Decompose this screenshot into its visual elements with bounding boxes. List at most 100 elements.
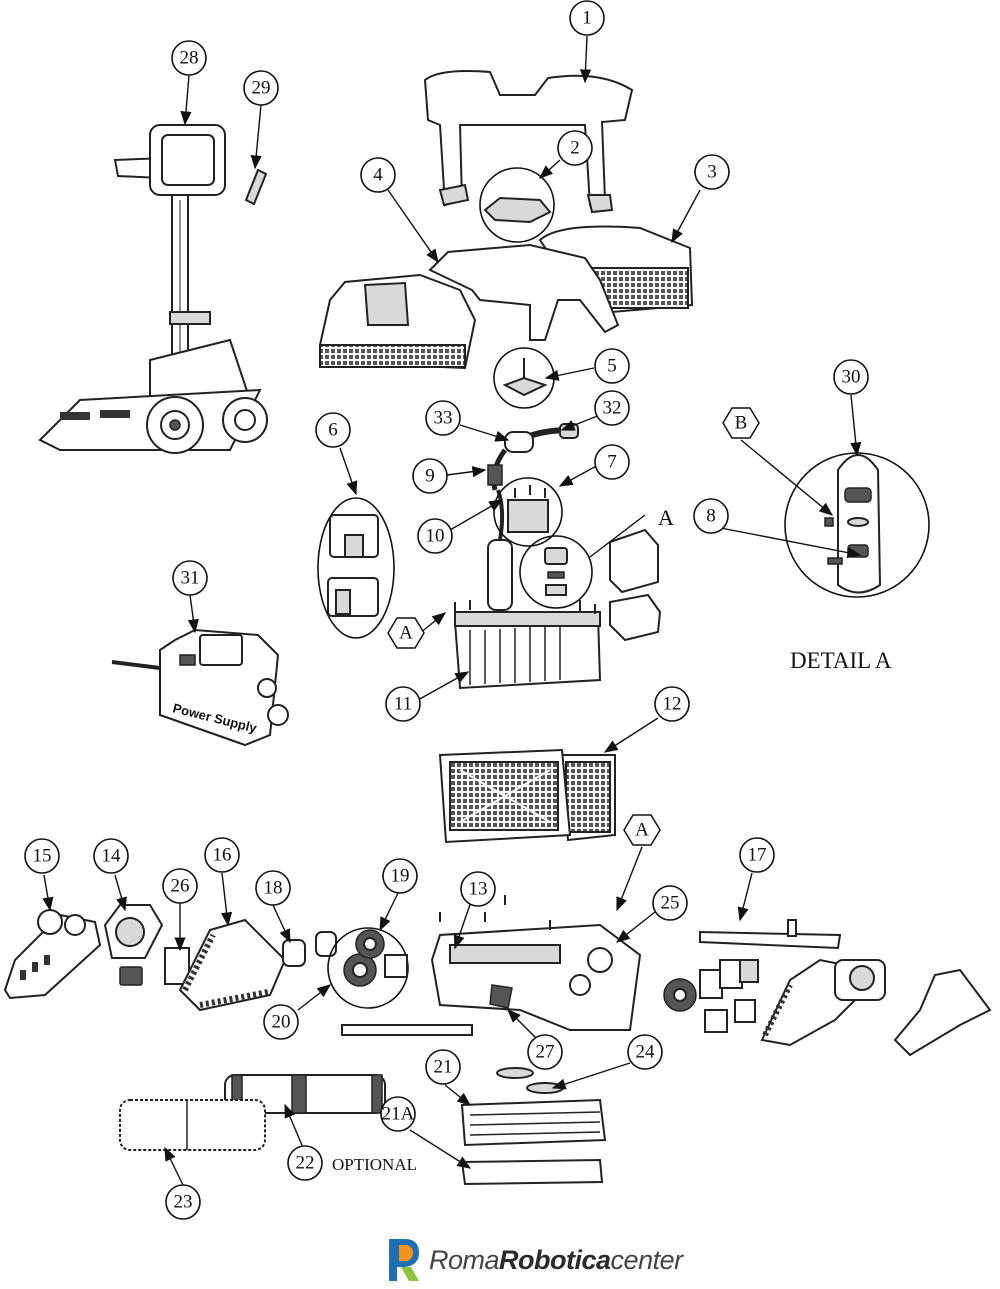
callout-6: 6: [315, 412, 351, 448]
callout-14: 14: [93, 838, 129, 874]
callout-23: 23: [165, 1184, 201, 1220]
callout-21a: 21A: [380, 1096, 416, 1132]
svg-text:6: 6: [328, 420, 338, 441]
svg-text:33: 33: [434, 408, 453, 429]
brand-logo: RomaRoboticacenter: [385, 1232, 683, 1288]
svg-text:5: 5: [607, 356, 617, 377]
caddy-drawing: [38, 124, 268, 454]
svg-text:13: 13: [469, 879, 488, 900]
bottom-parts-drawing: [460, 1067, 607, 1186]
latch-detail-drawing: [479, 167, 555, 243]
handle-drawing: [423, 70, 634, 214]
callout-19: 19: [382, 858, 418, 894]
brush-roller-drawing: [119, 1074, 386, 1151]
svg-text:14: 14: [102, 846, 122, 867]
svg-text:24: 24: [636, 1042, 656, 1063]
pcb-cover-detail-drawing: [317, 497, 395, 639]
callout-27: 27: [527, 1034, 563, 1070]
svg-text:21A: 21A: [382, 1104, 415, 1125]
callout-11: 11: [385, 686, 421, 722]
svg-text:32: 32: [603, 398, 622, 419]
svg-text:2: 2: [570, 138, 580, 159]
chassis-drawing: [341, 895, 642, 1036]
callout-5: 5: [594, 348, 630, 384]
callout-21: 21: [425, 1049, 461, 1085]
svg-text:18: 18: [264, 878, 283, 899]
svg-text:16: 16: [213, 845, 232, 866]
svg-text:1: 1: [582, 8, 592, 29]
power-supply-drawing: Power Supply: [111, 628, 289, 747]
leader-lines: [42, 35, 862, 1186]
callout-33: 33: [425, 400, 461, 436]
side-cap-left-drawing: [103, 904, 164, 986]
svg-text:10: 10: [426, 526, 445, 547]
callout-30: 30: [833, 359, 869, 395]
optional-caption: OPTIONAL: [332, 1155, 417, 1174]
svg-text:17: 17: [748, 845, 767, 866]
callout-31: 31: [172, 560, 208, 596]
svg-text:25: 25: [661, 893, 680, 914]
hex-marker-a-right: A: [623, 814, 661, 846]
svg-text:A: A: [635, 820, 649, 841]
svg-text:27: 27: [536, 1042, 555, 1063]
screw-detail-drawing: [493, 477, 563, 547]
hex-marker-a-left: A: [387, 617, 425, 649]
callout-7: 7: [594, 444, 630, 480]
callout-2: 2: [557, 130, 593, 166]
callout-4: 4: [360, 157, 396, 193]
callout-9: 9: [412, 458, 448, 494]
callout-8: 8: [693, 498, 729, 534]
detail-a-drawing: [784, 452, 930, 598]
svg-text:3: 3: [707, 162, 717, 183]
svg-text:11: 11: [394, 694, 412, 715]
callout-22: 22: [287, 1145, 323, 1181]
callout-3: 3: [694, 154, 730, 190]
svg-text:7: 7: [607, 452, 617, 473]
callout-20: 20: [263, 1004, 299, 1040]
svg-text:20: 20: [272, 1012, 291, 1033]
bearing-drawing: [282, 931, 337, 967]
motor-unit-drawing: [453, 600, 602, 690]
callout-25: 25: [652, 885, 688, 921]
detail-a-label-letter: A: [658, 505, 674, 530]
svg-text:23: 23: [174, 1192, 193, 1213]
impeller-detail-drawing: [493, 347, 555, 409]
svg-text:30: 30: [842, 367, 861, 388]
left-track-drawing: [178, 918, 287, 1012]
filter-drawing: [438, 748, 616, 844]
gears-detail-drawing: [327, 927, 409, 1009]
svg-text:22: 22: [296, 1153, 315, 1174]
callout-28: 28: [171, 40, 207, 76]
svg-text:19: 19: [391, 866, 410, 887]
callout-13: 13: [460, 871, 496, 907]
callout-10: 10: [417, 518, 453, 554]
brand-logo-icon: [389, 1239, 419, 1281]
svg-text:29: 29: [252, 78, 271, 99]
hex-marker-b: B: [722, 407, 760, 439]
callout-18: 18: [255, 870, 291, 906]
callout-29: 29: [243, 70, 279, 106]
detail-a-caption: DETAIL A: [790, 648, 892, 673]
callout-1: 1: [569, 0, 605, 36]
svg-text:8: 8: [706, 506, 716, 527]
end-caps-drawing: [609, 528, 662, 642]
callout-12: 12: [654, 686, 690, 722]
svg-text:4: 4: [373, 165, 383, 186]
svg-text:12: 12: [663, 694, 682, 715]
svg-text:9: 9: [425, 466, 435, 487]
callout-15: 15: [24, 838, 60, 874]
callout-16: 16: [204, 837, 240, 873]
left-side-panel-drawing: [3, 909, 102, 1000]
svg-text:28: 28: [180, 48, 199, 69]
callout-17: 17: [739, 837, 775, 873]
callout-24: 24: [627, 1034, 663, 1070]
svg-text:A: A: [399, 623, 413, 644]
svg-text:26: 26: [171, 876, 190, 897]
svg-text:15: 15: [33, 846, 52, 867]
top-covers-drawing: [319, 225, 694, 370]
callout-26: 26: [162, 868, 198, 904]
svg-text:B: B: [735, 413, 748, 434]
clip-drawing: [244, 168, 268, 206]
brand-logo-text: RomaRoboticacenter: [429, 1244, 683, 1275]
